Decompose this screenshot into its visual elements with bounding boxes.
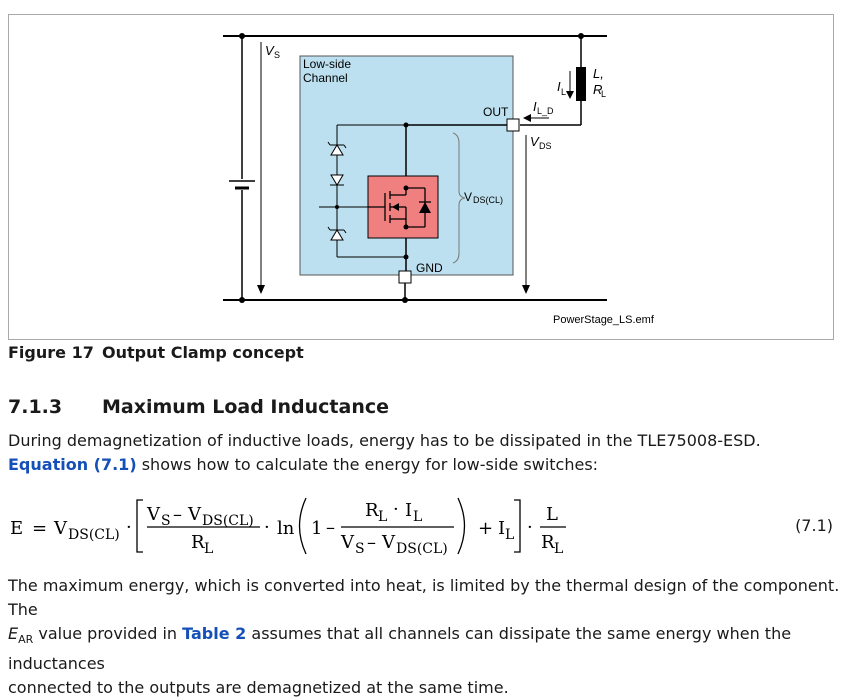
- ild-arrow-head: [523, 114, 531, 122]
- eq-dot: ·: [264, 517, 270, 538]
- equation-block: E = V DS(CL) · V S – V DS(CL) R L · ln 1…: [8, 490, 843, 562]
- ear-symbol-sub: AR: [18, 633, 34, 647]
- diode: [330, 174, 344, 186]
- frac2-num-b-sub: L: [413, 509, 422, 525]
- frac2-den-a: V: [340, 532, 355, 553]
- left-paren: [298, 497, 307, 555]
- eq-plus: +: [478, 518, 493, 539]
- frac1-num-a-sub: S: [161, 513, 171, 529]
- frac3-den-sub: L: [554, 541, 563, 557]
- il-label-sub: L: [561, 87, 566, 97]
- frac2-den-b-sub: DS(CL): [396, 541, 448, 557]
- frac1-num-a: V: [146, 504, 161, 525]
- body-diode: [406, 187, 431, 228]
- ild-label-sub: L_D: [537, 106, 554, 116]
- right-bracket: [514, 499, 521, 553]
- para2-line2: EAR value provided in Table 2 assumes th…: [8, 622, 843, 676]
- figure-title: Output Clamp concept: [102, 343, 304, 362]
- frac1-den-sub: L: [204, 541, 213, 557]
- eq-vdscl-sub: DS(CL): [68, 527, 120, 543]
- para1-text-before: During demagnetization of inductive load…: [8, 431, 761, 450]
- frac2-dot: ·: [393, 499, 399, 520]
- frac2-num-b: I: [405, 500, 412, 521]
- frac2-den-b: V: [381, 532, 396, 553]
- figure-frame: Low-side Channel V S L, R L I L: [8, 14, 834, 340]
- il-arrow-head: [566, 91, 574, 99]
- figure-number: Figure 17: [8, 343, 94, 362]
- vdscl-bracket: [452, 132, 466, 264]
- vds-label: V: [530, 134, 540, 149]
- load-inductor: [576, 67, 586, 101]
- frac2-num-a-sub: L: [378, 509, 387, 525]
- junction-dot: [335, 205, 339, 209]
- right-paren: [457, 497, 466, 555]
- paragraph-energy: The maximum energy, which is converted i…: [8, 574, 843, 700]
- zener-diode: [327, 226, 347, 241]
- eq-one: 1: [311, 518, 322, 539]
- frac1-den: R: [191, 532, 205, 553]
- vds-label-sub: DS: [539, 141, 552, 151]
- vdscl-label-sub: DS(CL): [473, 195, 503, 205]
- section-number: 7.1.3: [8, 396, 63, 418]
- eq-equals: =: [32, 518, 47, 539]
- frac2-den-minus: –: [367, 532, 376, 553]
- gnd-label: GND: [416, 261, 443, 275]
- eq-dot: ·: [126, 517, 132, 538]
- eq-il-sub: L: [505, 527, 514, 543]
- load-r-label-sub: L: [601, 89, 606, 99]
- vds-arrow-head: [522, 285, 530, 294]
- eq-il: I: [498, 518, 505, 539]
- equation-link[interactable]: Equation (7.1): [8, 455, 137, 474]
- il-label: I: [557, 79, 561, 94]
- eq-ln: ln: [277, 518, 295, 539]
- left-bracket: [136, 499, 143, 553]
- eq-dot: ·: [527, 517, 533, 538]
- frac1-minus: –: [173, 504, 182, 525]
- figure-filename: PowerStage_LS.emf: [553, 314, 655, 326]
- junction-dot: [403, 254, 409, 260]
- frac1-num-b: V: [187, 504, 202, 525]
- ear-symbol: E: [8, 624, 19, 643]
- vs-label-sub: S: [274, 50, 280, 60]
- zener-diode: [327, 141, 347, 156]
- eq-lhs: E: [10, 518, 23, 539]
- channel-label-line2: Channel: [303, 71, 348, 85]
- eq-minus: –: [326, 517, 335, 538]
- section-heading: 7.1.3 Maximum Load Inductance: [8, 396, 389, 418]
- vdscl-label: V: [464, 190, 472, 204]
- frac2-den-a-sub: S: [355, 541, 365, 557]
- frac3-den: R: [541, 532, 555, 553]
- eq-vdscl: V: [53, 518, 68, 539]
- equation-number: (7.1): [795, 516, 833, 535]
- frac2-num-a: R: [365, 500, 379, 521]
- table-link[interactable]: Table 2: [182, 624, 247, 643]
- load-r-label: R: [593, 82, 602, 97]
- para2-line3: connected to the outputs are demagnetize…: [8, 678, 509, 698]
- figure-caption: Figure 17 Output Clamp concept: [8, 343, 304, 362]
- section-title: Maximum Load Inductance: [102, 396, 389, 418]
- para1-text-after: shows how to calculate the energy for lo…: [136, 455, 599, 474]
- energy-equation: E = V DS(CL) · V S – V DS(CL) R L · ln 1…: [10, 497, 566, 557]
- frac1-num-b-sub: DS(CL): [202, 513, 254, 529]
- gnd-pin: [398, 270, 412, 284]
- out-pin: [506, 118, 520, 132]
- mosfet-arrow: [392, 203, 399, 211]
- load-l-label: L,: [593, 66, 604, 81]
- vs-arrow-head: [257, 285, 265, 294]
- para2-text-mid: value provided in: [33, 624, 183, 643]
- vs-label: V: [265, 43, 275, 58]
- frac3-num: L: [546, 504, 558, 525]
- para2-line1: The maximum energy, which is converted i…: [8, 576, 840, 619]
- output-clamp-diagram: Low-side Channel V S L, R L I L: [223, 33, 655, 326]
- paragraph-intro: During demagnetization of inductive load…: [8, 429, 843, 477]
- channel-label-line1: Low-side: [303, 57, 351, 71]
- ild-label: I: [533, 99, 537, 114]
- out-label: OUT: [483, 105, 509, 119]
